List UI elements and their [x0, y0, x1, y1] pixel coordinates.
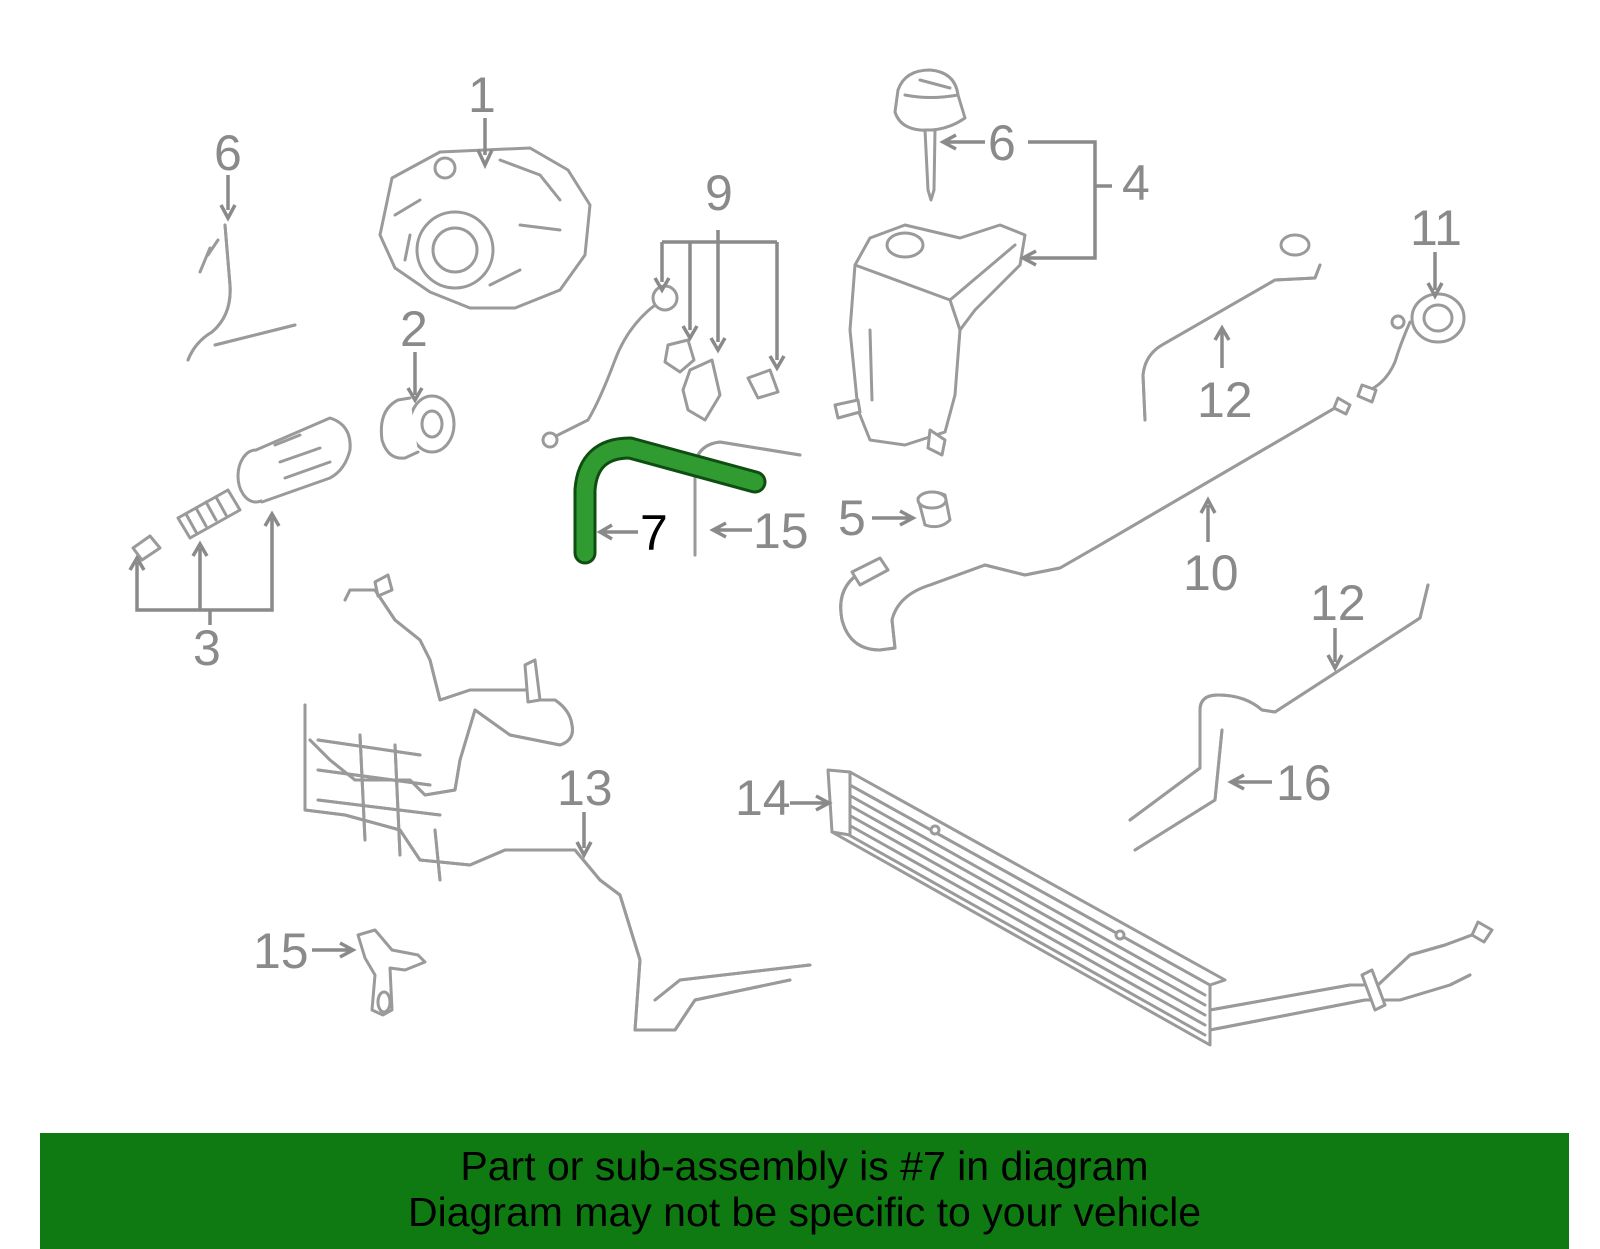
banner-line-1: Part or sub-assembly is #7 in diagram	[460, 1143, 1149, 1189]
part-15-bracket-lower[interactable]	[356, 928, 427, 1017]
part-12-line-lower[interactable]	[1128, 583, 1430, 822]
parts-diagram: 1 2 3 6 9	[128, 67, 1494, 1047]
part-16-line[interactable]	[1133, 728, 1224, 852]
info-banner: Part or sub-assembly is #7 in diagram Di…	[40, 1133, 1569, 1249]
callout-1: 1	[468, 67, 496, 123]
part-2-pulley[interactable]	[379, 394, 456, 460]
part-5-grommet[interactable]	[916, 490, 952, 529]
callout-7: 7	[640, 505, 668, 561]
part-8-hose[interactable]	[186, 223, 297, 362]
callout-6: 6	[988, 115, 1016, 171]
callout-9: 9	[705, 165, 733, 221]
callout-12-upper: 12	[1197, 372, 1253, 428]
part-3-filter-assembly[interactable]	[131, 416, 352, 562]
banner-line-2: Diagram may not be specific to your vehi…	[407, 1189, 1201, 1235]
callout-5: 5	[838, 490, 866, 546]
callout-2: 2	[400, 301, 428, 357]
part-7-hose-highlighted[interactable]	[573, 436, 767, 565]
callout-8: 6	[214, 125, 242, 181]
part-11-clamp[interactable]	[1356, 292, 1466, 404]
callout-14: 14	[735, 770, 791, 826]
callout-15-upper: 15	[753, 503, 809, 559]
callout-11: 11	[1410, 200, 1462, 256]
part-6-reservoir-cap[interactable]	[893, 68, 967, 202]
callout-12-lower: 12	[1310, 575, 1366, 631]
callout-4: 4	[1122, 155, 1150, 211]
callout-15-lower: 15	[253, 923, 309, 979]
callout-10: 10	[1183, 545, 1239, 601]
part-9-hardware[interactable]	[541, 284, 780, 449]
part-14-oil-cooler[interactable]	[826, 768, 1494, 1047]
part-13-cooler-lines[interactable]	[303, 573, 812, 1032]
part-12-line-upper[interactable]	[1141, 233, 1322, 422]
callout-13: 13	[557, 760, 613, 816]
part-1-power-steering-pump[interactable]	[378, 146, 592, 310]
callout-16: 16	[1276, 755, 1332, 811]
part-4-fluid-reservoir[interactable]	[833, 223, 1027, 457]
callout-3: 3	[193, 620, 221, 676]
part-10-return-line[interactable]	[839, 396, 1352, 652]
